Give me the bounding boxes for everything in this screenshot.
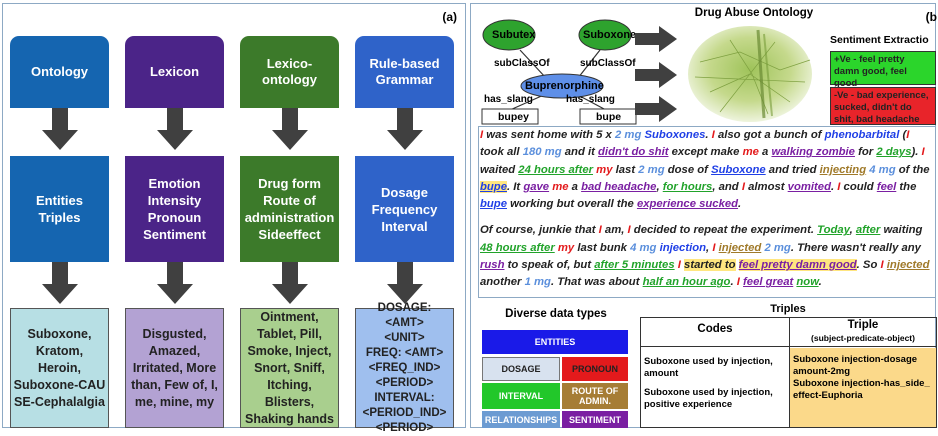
down-arrow-icon — [157, 262, 193, 304]
code-2: Suboxone used by injection, positive exp… — [644, 387, 773, 410]
edge-subclassof-2: subClassOf — [580, 58, 636, 69]
triple-subheader: (subject-predicate-object) — [811, 333, 915, 343]
col2-head: Lexicon — [125, 36, 224, 108]
col3-examples: Ointment, Tablet, Pill, Smoke, Inject, S… — [240, 308, 339, 428]
right-arrow-icon — [635, 96, 677, 122]
col4-mid: Dosage Frequency Interval — [355, 156, 454, 262]
down-arrow-icon — [387, 108, 423, 150]
edge-subclassof-1: subClassOf — [494, 58, 550, 69]
sentiment-title: Sentiment Extractio — [830, 34, 929, 46]
legend-relationships: RELATIONSHIPS — [482, 411, 560, 428]
down-arrow-icon — [42, 108, 78, 150]
ontology-node-subutex: Subutex — [492, 29, 536, 41]
code-1: Suboxone used by injection, amount — [644, 356, 773, 379]
col1-examples: Suboxone, Kratom, Heroin, Suboxone-CAU S… — [10, 308, 109, 428]
annotated-post: I was sent home with 5 x 2 mg Suboxones.… — [480, 129, 930, 289]
legend-interval: INTERVAL — [482, 383, 560, 409]
col3-mid: Drug form Route of administration Sideef… — [240, 156, 339, 262]
triple-header: Triple — [847, 319, 879, 331]
triples-header-row — [640, 317, 937, 347]
legend-dosage: DOSAGE — [482, 357, 560, 381]
down-arrow-icon — [157, 108, 193, 150]
diverse-title: Diverse data types — [505, 308, 607, 320]
ontology-title: Drug Abuse Ontology — [694, 7, 814, 19]
legend-sentiment: SENTIMENT — [562, 411, 628, 428]
col4-head: Rule-based Grammar — [355, 36, 454, 108]
ontology-node-suboxone: Suboxone — [583, 29, 637, 41]
legend-pronoun: PRONOUN — [562, 357, 628, 381]
triples-title: Triples — [770, 303, 806, 315]
down-arrow-icon — [272, 108, 308, 150]
edge-has-slang-1: has_slang — [484, 94, 533, 105]
triple-values: Suboxone injection-dosage amount-2mg Sub… — [790, 348, 936, 427]
legend-route: ROUTE OF ADMIN. — [562, 383, 628, 409]
legend-entities: ENTITIES — [482, 330, 628, 354]
down-arrow-icon — [272, 262, 308, 304]
down-arrow-icon — [42, 262, 78, 304]
ontology-node-bupey: bupey — [498, 111, 529, 123]
col2-examples: Disgusted, Amazed, Irritated, More than,… — [125, 308, 224, 428]
edge-has-slang-2: has_slang — [566, 94, 615, 105]
ontology-node-bupe: bupe — [596, 111, 622, 123]
ontology-network-image — [688, 26, 812, 122]
codes-header: Codes — [697, 323, 733, 335]
col3-head: Lexico-ontology — [240, 36, 339, 108]
panel-b-label: (b — [925, 10, 937, 24]
col4-examples: DOSAGE: <AMT> <UNIT> FREQ: <AMT> <FREQ_I… — [355, 302, 454, 434]
col1-head: Ontology — [10, 36, 109, 108]
ontology-node-buprenorphine: Buprenorphine — [525, 80, 604, 92]
right-arrow-icon — [635, 62, 677, 88]
panel-a-label: (a) — [442, 10, 457, 24]
negative-sentiment-box: -Ve - bad experience, sucked, didn't do … — [830, 87, 936, 125]
down-arrow-icon — [387, 262, 423, 304]
right-arrow-icon — [635, 26, 677, 52]
col2-mid: Emotion Intensity Pronoun Sentiment — [125, 156, 224, 262]
positive-sentiment-box: +Ve - feel pretty damn good, feel good — [830, 51, 936, 89]
annotated-post-box — [478, 126, 936, 298]
ontology-graph — [481, 19, 637, 125]
col1-mid: Entities Triples — [10, 156, 109, 262]
